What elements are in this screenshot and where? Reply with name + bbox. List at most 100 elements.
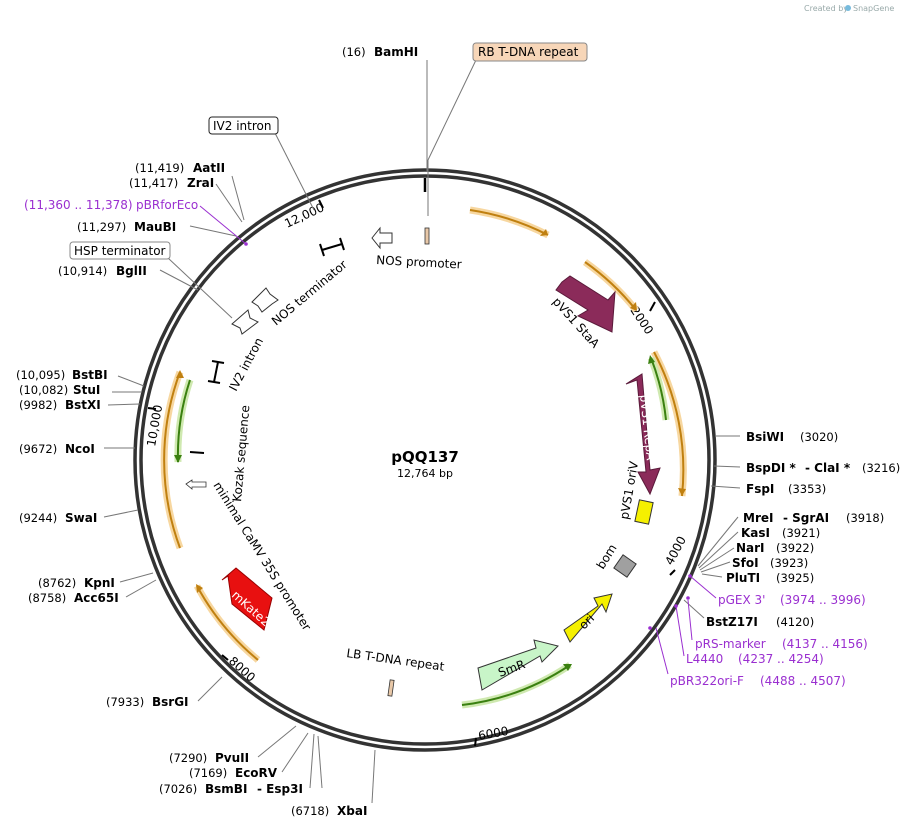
primer-l4440-name[interactable]: L4440 bbox=[686, 652, 723, 666]
orange-arc-5-arrow-icon bbox=[196, 584, 203, 593]
primer-pgex3-name[interactable]: pGEX 3' bbox=[718, 593, 765, 607]
orange-arc-3[interactable] bbox=[653, 351, 685, 497]
site-bspdi-name[interactable]: BspDI * bbox=[746, 461, 796, 475]
primer-prs-marker-pos: (4137 .. 4156) bbox=[782, 637, 868, 651]
site-bstz17i-pos: (4120) bbox=[776, 615, 814, 629]
site-bsrgi-name[interactable]: BsrGI bbox=[152, 695, 189, 709]
site-mrei-name[interactable]: MreI bbox=[743, 511, 773, 525]
site-bsmbi-alt[interactable]: - Esp3I bbox=[257, 782, 303, 796]
site-fspi-pos: (3353) bbox=[788, 482, 826, 496]
site-kpni-name[interactable]: KpnI bbox=[84, 576, 115, 590]
site-aatii-pos: (11,419) bbox=[135, 161, 184, 175]
hsp-terminator-box[interactable] bbox=[69, 241, 171, 260]
site-bglii-name[interactable]: BglII bbox=[116, 264, 147, 278]
site-xbai-name[interactable]: XbaI bbox=[337, 804, 367, 818]
site-sfoi-name[interactable]: SfoI bbox=[732, 556, 759, 570]
site-bstbi-pos: (10,095) bbox=[16, 368, 65, 382]
site-kasi-name[interactable]: KasI bbox=[741, 526, 770, 540]
bom-feature[interactable] bbox=[613, 554, 637, 578]
camv-small-arrow-feature[interactable] bbox=[185, 479, 207, 490]
kozak-marker[interactable] bbox=[189, 451, 205, 454]
primer-leaders bbox=[199, 205, 717, 675]
backbone bbox=[133, 168, 717, 752]
site-acc65i-pos: (8758) bbox=[28, 591, 66, 605]
rb-repeat-feature[interactable] bbox=[424, 227, 430, 245]
plasmid-title: pQQ137 12,764 bp bbox=[391, 448, 459, 480]
tick-6000 bbox=[474, 737, 477, 747]
green-arc-2-arrow-icon bbox=[174, 455, 182, 463]
lb-repeat-feature[interactable] bbox=[387, 679, 395, 697]
site-maubi-name[interactable]: MauBI bbox=[134, 220, 176, 234]
nos-terminator-marker[interactable] bbox=[319, 237, 345, 257]
rb-repeat-leader bbox=[427, 59, 477, 161]
nos-promoter-feature[interactable] bbox=[371, 226, 393, 250]
hsp-leader bbox=[167, 257, 233, 319]
site-ecorv-name[interactable]: EcoRV bbox=[235, 766, 278, 780]
orange-arc-2-arrow-icon bbox=[630, 302, 637, 311]
primer-prs-marker-name[interactable]: pRS-marker bbox=[695, 637, 766, 651]
plasmid-name: pQQ137 bbox=[391, 448, 459, 466]
site-sfoi-pos: (3923) bbox=[770, 556, 808, 570]
orange-arc-4-arrow-icon bbox=[176, 370, 184, 378]
plasmid-size: 12,764 bp bbox=[397, 467, 453, 480]
site-swai-name[interactable]: SwaI bbox=[65, 511, 97, 525]
site-aatii-name[interactable]: AatII bbox=[193, 161, 225, 175]
pvs1-repa-feature[interactable] bbox=[625, 373, 661, 496]
smr-feature[interactable] bbox=[477, 639, 559, 691]
credit-created-by: Created by bbox=[804, 4, 848, 13]
site-bstxi-name[interactable]: BstXI bbox=[65, 398, 101, 412]
site-nari-pos: (3922) bbox=[776, 541, 814, 555]
primer-pbr322ori-pos: (4488 .. 4507) bbox=[760, 674, 846, 688]
iv2-leader bbox=[274, 132, 315, 211]
iv2-intron-marker[interactable] bbox=[207, 360, 225, 384]
kozak-label: Kozak sequence bbox=[230, 405, 252, 503]
site-pluti-name[interactable]: PluTI bbox=[726, 571, 760, 585]
site-stui-name[interactable]: StuI bbox=[73, 383, 100, 397]
pvs1-oriv-feature[interactable] bbox=[634, 499, 654, 525]
site-zrai-name[interactable]: ZraI bbox=[187, 176, 214, 190]
ori-feature[interactable] bbox=[563, 593, 613, 643]
site-ecorv-pos: (7169) bbox=[189, 766, 227, 780]
site-leaders bbox=[103, 60, 741, 804]
nos-terminator-label: NOS terminator bbox=[269, 257, 350, 328]
primer-pbrforeco-pos: (11,360 .. 11,378) bbox=[24, 198, 133, 212]
orange-arc-4[interactable] bbox=[163, 371, 181, 549]
site-bspdi-pos: (3216) bbox=[862, 461, 900, 475]
site-nari-name[interactable]: NarI bbox=[736, 541, 765, 555]
orange-arc-1[interactable] bbox=[469, 209, 549, 236]
site-mrei-alt[interactable]: - SgrAI bbox=[783, 511, 829, 525]
site-bsmbi-name[interactable]: BsmBI bbox=[205, 782, 247, 796]
rb-repeat-box[interactable] bbox=[472, 42, 588, 62]
green-arc-3[interactable] bbox=[461, 664, 571, 706]
iv2-intron-box[interactable] bbox=[208, 116, 279, 135]
site-ncoi-name[interactable]: NcoI bbox=[65, 442, 95, 456]
site-pluti-pos: (3925) bbox=[776, 571, 814, 585]
site-bspdi-alt[interactable]: - ClaI * bbox=[805, 461, 851, 475]
site-acc65i-name[interactable]: Acc65I bbox=[74, 591, 119, 605]
pvs1-staa-feature[interactable] bbox=[555, 275, 616, 333]
primer-pbrforeco-name[interactable]: pBRforEco bbox=[136, 198, 198, 212]
hsp-terminator-feature[interactable] bbox=[251, 287, 279, 313]
site-ncoi-pos: (9672) bbox=[19, 442, 57, 456]
site-bstxi-pos: (9982) bbox=[19, 398, 57, 412]
primer-l4440-pos: (4237 .. 4254) bbox=[738, 652, 824, 666]
site-pvuii-name[interactable]: PvuII bbox=[215, 751, 249, 765]
tick-2000 bbox=[649, 301, 656, 312]
site-mrei-pos: (3918) bbox=[846, 511, 884, 525]
site-bstbi-name[interactable]: BstBI bbox=[72, 368, 108, 382]
site-kasi-pos: (3921) bbox=[782, 526, 820, 540]
lb-repeat-label: LB T-DNA repeat bbox=[346, 646, 446, 674]
primer-pbr322ori-name[interactable]: pBR322ori-F bbox=[670, 674, 744, 688]
orange-arc-5[interactable] bbox=[196, 585, 259, 661]
primer-marks bbox=[244, 242, 692, 630]
intron-arrow-feature[interactable] bbox=[231, 309, 259, 335]
site-swai-pos: (9244) bbox=[19, 511, 57, 525]
mkate2-feature[interactable] bbox=[221, 567, 273, 631]
site-bamhi-name[interactable]: BamHI bbox=[374, 45, 418, 59]
site-bsiwi-pos: (3020) bbox=[800, 430, 838, 444]
site-bsiwi-name[interactable]: BsiWI bbox=[746, 430, 784, 444]
hsp-terminator-box-label: HSP terminator bbox=[74, 244, 166, 258]
site-fspi-name[interactable]: FspI bbox=[746, 482, 774, 496]
tick-12000 bbox=[318, 199, 324, 209]
site-bstz17i-name[interactable]: BstZ17I bbox=[706, 615, 758, 629]
